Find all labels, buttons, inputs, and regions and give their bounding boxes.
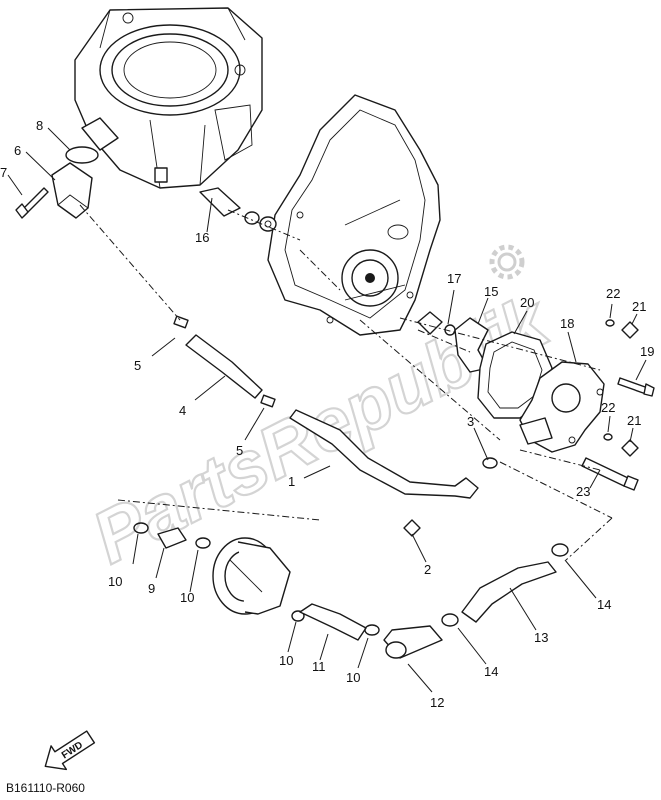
callout-22a: 22 bbox=[606, 286, 620, 301]
part-2-bolt bbox=[403, 519, 421, 537]
callout-18: 18 bbox=[560, 316, 574, 331]
callout-21b: 21 bbox=[627, 413, 641, 428]
part-6-thermostat-housing bbox=[51, 162, 93, 219]
part-14-clamp-upper bbox=[551, 543, 569, 557]
part-16-fitting bbox=[199, 187, 277, 232]
callout-12: 12 bbox=[430, 695, 444, 710]
callout-15: 15 bbox=[484, 284, 498, 299]
callout-2: 2 bbox=[424, 562, 431, 577]
part-8-o-ring bbox=[65, 146, 99, 164]
callout-17: 17 bbox=[447, 271, 461, 286]
diagram-code: B161110-R060 bbox=[6, 781, 85, 795]
callout-8: 8 bbox=[36, 118, 43, 133]
part-18-pump-cover bbox=[519, 361, 605, 453]
callout-10c: 10 bbox=[279, 653, 293, 668]
part-5-clamp-upper bbox=[173, 315, 189, 329]
callout-16: 16 bbox=[195, 230, 209, 245]
callout-1: 1 bbox=[288, 474, 295, 489]
callout-10a: 10 bbox=[108, 574, 122, 589]
callout-7: 7 bbox=[0, 165, 7, 180]
cylinder-block bbox=[74, 7, 263, 189]
leader-lines bbox=[7, 127, 647, 693]
oil-cooler-housing bbox=[212, 537, 291, 615]
part-15-impeller-shaft bbox=[417, 311, 489, 373]
part-19-bolt bbox=[617, 377, 655, 397]
watermark-gear-icon bbox=[489, 244, 525, 280]
callout-19: 19 bbox=[640, 344, 654, 359]
part-10-clamp-a bbox=[133, 522, 149, 534]
part-9-fitting bbox=[157, 527, 187, 549]
part-23-bolt bbox=[581, 457, 639, 491]
callout-20: 20 bbox=[520, 295, 534, 310]
part-11-hose bbox=[299, 603, 367, 641]
part-21-bolt-lower bbox=[621, 439, 639, 457]
part-3-clamp bbox=[482, 457, 498, 469]
callout-14a: 14 bbox=[484, 664, 498, 679]
callout-21a: 21 bbox=[632, 299, 646, 314]
callout-5a: 5 bbox=[134, 358, 141, 373]
part-13-hose bbox=[461, 561, 557, 623]
part-7-bolt bbox=[15, 187, 49, 219]
callout-23: 23 bbox=[576, 484, 590, 499]
part-22-washer-lower bbox=[603, 433, 613, 441]
callout-4: 4 bbox=[179, 403, 186, 418]
assembly-lines bbox=[79, 204, 613, 561]
callout-11: 11 bbox=[312, 659, 326, 674]
part-10-clamp-b bbox=[195, 537, 211, 549]
part-10-clamp-c bbox=[291, 610, 305, 622]
part-22-washer-upper bbox=[605, 319, 615, 327]
part-12-pipe bbox=[383, 625, 443, 659]
part-14-clamp-lower bbox=[441, 613, 459, 627]
callout-5b: 5 bbox=[236, 443, 243, 458]
callout-13: 13 bbox=[534, 630, 548, 645]
callout-14b: 14 bbox=[597, 597, 611, 612]
part-1-pipe bbox=[289, 409, 479, 499]
part-10-clamp-d bbox=[364, 624, 380, 636]
callout-6: 6 bbox=[14, 143, 21, 158]
fwd-arrow-icon: FWD bbox=[44, 730, 96, 771]
callouts: 8 6 7 16 5 4 5 1 3 2 17 15 20 18 22 21 1… bbox=[0, 118, 654, 710]
part-4-hose bbox=[185, 334, 263, 399]
part-5-clamp-lower bbox=[260, 394, 276, 408]
callout-22b: 22 bbox=[601, 400, 615, 415]
crankcase-cover bbox=[267, 94, 441, 336]
part-21-bolt-upper bbox=[621, 321, 639, 339]
callout-3: 3 bbox=[467, 414, 474, 429]
callout-10b: 10 bbox=[180, 590, 194, 605]
callout-9: 9 bbox=[148, 581, 155, 596]
callout-10d: 10 bbox=[346, 670, 360, 685]
